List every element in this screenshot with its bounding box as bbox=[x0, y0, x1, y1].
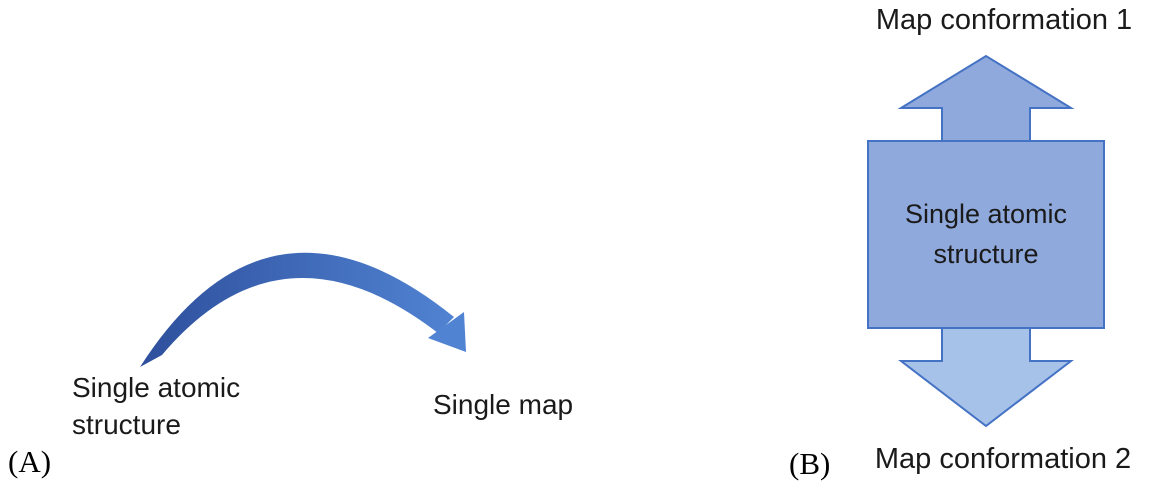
panel-b-bottom-label: Map conformation 2 bbox=[874, 443, 1132, 475]
curved-arrow-graphic bbox=[140, 252, 466, 367]
double-block-arrow-graphic bbox=[867, 54, 1105, 428]
panel-a-target-label: Single map bbox=[433, 389, 574, 420]
panel-a-letter: (A) bbox=[8, 444, 52, 479]
panel-b-letter: (B) bbox=[789, 446, 831, 481]
curved-arrow-head bbox=[428, 312, 466, 352]
up-block-arrow-icon bbox=[897, 54, 1075, 149]
panel-a-source-label: Single atomic structure bbox=[72, 372, 241, 440]
structure-rectangle bbox=[867, 140, 1105, 329]
down-block-arrow-icon bbox=[898, 320, 1074, 428]
panel-b-center-label-text: Single atomic structure bbox=[904, 199, 1068, 269]
panel-b-center-label: Single atomic structure bbox=[868, 141, 1104, 328]
panel-b-top-label: Map conformation 1 bbox=[875, 4, 1133, 36]
curved-arrow-body bbox=[140, 252, 454, 367]
